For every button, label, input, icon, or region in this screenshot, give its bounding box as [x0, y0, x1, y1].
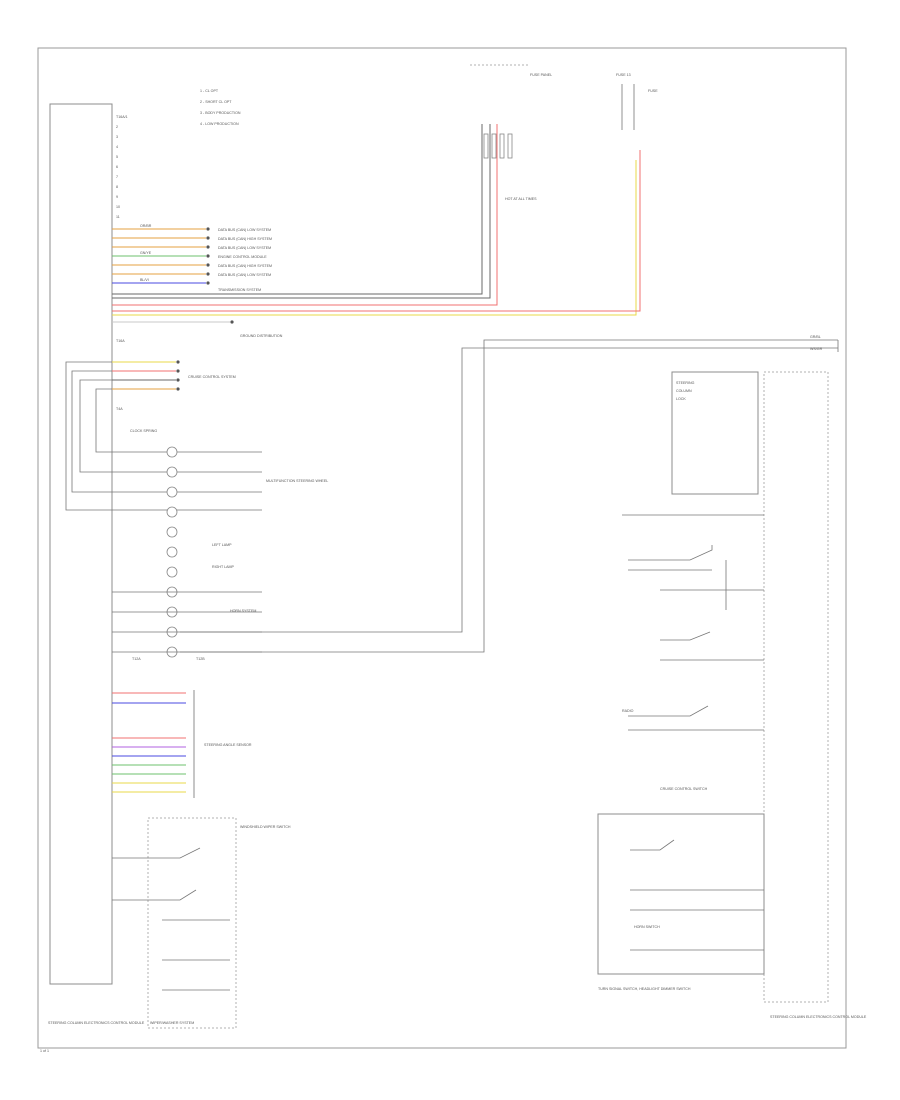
left-module: STEERING COLUMN ELECTRONICS CONTROL MODU… [40, 103, 145, 1053]
destination-label: DATA BUS (CAN) LOW SYSTEM [218, 246, 271, 250]
module-label: STEERING ANGLE SENSOR [204, 743, 252, 747]
destination-label: DATA BUS (CAN) HIGH SYSTEM [218, 264, 272, 268]
destination-label: DATA BUS (CAN) LOW SYSTEM [218, 228, 271, 232]
turn-signal-section: RADIO CRUISE CONTROL SWITCH [622, 514, 764, 791]
svg-text:9: 9 [116, 195, 118, 199]
connector-label: T12B [196, 657, 205, 661]
lower-left-wiring: GROUND DISTRIBUTION CRUISE CONTROL SYSTE… [65, 334, 283, 511]
wire-color-label: GR/BL [810, 335, 821, 339]
svg-text:STEERING: STEERING [676, 381, 695, 385]
destination-label: ENGINE CONTROL MODULE [218, 255, 267, 259]
left-module-label: STEERING COLUMN ELECTRONICS CONTROL MODU… [48, 1021, 145, 1025]
wire-color-label: BL/VI [140, 278, 149, 282]
wire-label: RIGHT LAMP [212, 565, 235, 569]
svg-text:T16A/1: T16A/1 [116, 115, 128, 119]
wire-color-label: GN/YE [140, 251, 152, 255]
top-connector: FUSE PANEL HOT AT ALL TIMES FUSE 13 FUSE [470, 64, 658, 201]
legend: 1 - CL OPT 2 - SHORT CL OPT 3 - BODY PRO… [200, 89, 241, 126]
svg-text:5: 5 [116, 155, 118, 159]
right-module: STEERING COLUMN ELECTRONICS CONTROL MODU… [763, 340, 867, 1019]
page-frame [37, 47, 847, 1049]
legend-item: 4 - LOW PRODUCTION [200, 122, 239, 126]
wire-label: GROUND DISTRIBUTION [240, 334, 283, 338]
destination-labels: DATA BUS (CAN) LOW SYSTEM DATA BUS (CAN)… [218, 228, 272, 292]
legend-item: 1 - CL OPT [200, 89, 219, 93]
wire-color-label: OR/BR [140, 224, 152, 228]
headlight-switch-box: HORN SWITCH TURN SIGNAL SWITCH, HEADLIGH… [597, 813, 765, 991]
pin-labels: T16A/1 2 3 4 5 6 7 8 9 10 11 T16A T4A T12A T12B [116, 115, 205, 661]
module-label: CLOCK SPRING [130, 429, 157, 433]
destination-label: DATA BUS (CAN) LOW SYSTEM [218, 273, 271, 277]
wiper-switch: WINDSHIELD WIPER SWITCH WIPER/WASHER SYS… [112, 817, 291, 1029]
wire-label: HORN SYSTEM [230, 609, 256, 613]
wire-label: LEFT LAMP [212, 543, 232, 547]
right-module-label: STEERING COLUMN ELECTRONICS CONTROL MODU… [770, 1015, 867, 1019]
destination-label: TRANSMISSION SYSTEM [218, 288, 261, 292]
connector-label: T12A [132, 657, 141, 661]
fuse-label: FUSE PANEL [530, 73, 552, 77]
bus-end-labels: GR/BL WS/GR [810, 335, 823, 351]
legend-item: 2 - SHORT CL OPT [200, 100, 232, 104]
data-bus-wires: OR/BR GN/YE BL/VI [112, 224, 210, 285]
svg-text:10: 10 [116, 205, 120, 209]
svg-text:2: 2 [116, 125, 118, 129]
clock-spring: MULTIFUNCTION STEERING WHEEL LEFT LAMP R… [112, 339, 838, 658]
svg-text:COLUMN: COLUMN [676, 389, 692, 393]
module-label: HORN SWITCH [634, 925, 660, 929]
sensor-wires: STEERING ANGLE SENSOR [112, 690, 252, 798]
wire-label: WIPER/WASHER SYSTEM [150, 1021, 194, 1025]
svg-text:4: 4 [116, 145, 118, 149]
svg-text:11: 11 [116, 215, 120, 219]
module-label: TURN SIGNAL SWITCH, HEADLIGHT DIMMER SWI… [598, 987, 691, 991]
page-id: 1 of 1 [40, 1049, 49, 1053]
svg-text:7: 7 [116, 175, 118, 179]
svg-text:LOCK: LOCK [676, 397, 686, 401]
wire-color-label: WS/GR [810, 347, 823, 351]
module-label: CRUISE CONTROL SWITCH [660, 787, 708, 791]
svg-text:8: 8 [116, 185, 118, 189]
wire-label: RADIO [622, 709, 634, 713]
ignition-label: HOT AT ALL TIMES [505, 197, 537, 201]
long-wire-runs [112, 124, 641, 324]
svg-text:FUSE: FUSE [648, 89, 658, 93]
destination-label: DATA BUS (CAN) HIGH SYSTEM [218, 237, 272, 241]
connector-label: T16A [116, 339, 125, 343]
svg-text:6: 6 [116, 165, 118, 169]
wire-label: CRUISE CONTROL SYSTEM [188, 375, 236, 379]
svg-text:3: 3 [116, 135, 118, 139]
connector-label: T4A [116, 407, 123, 411]
module-label: WINDSHIELD WIPER SWITCH [240, 825, 291, 829]
legend-item: 3 - BODY PRODUCTION [200, 111, 241, 115]
module-label: MULTIFUNCTION STEERING WHEEL [266, 479, 328, 483]
steering-column-box: STEERING COLUMN LOCK [671, 371, 759, 495]
fuse-id-label: FUSE 13 [616, 73, 631, 77]
